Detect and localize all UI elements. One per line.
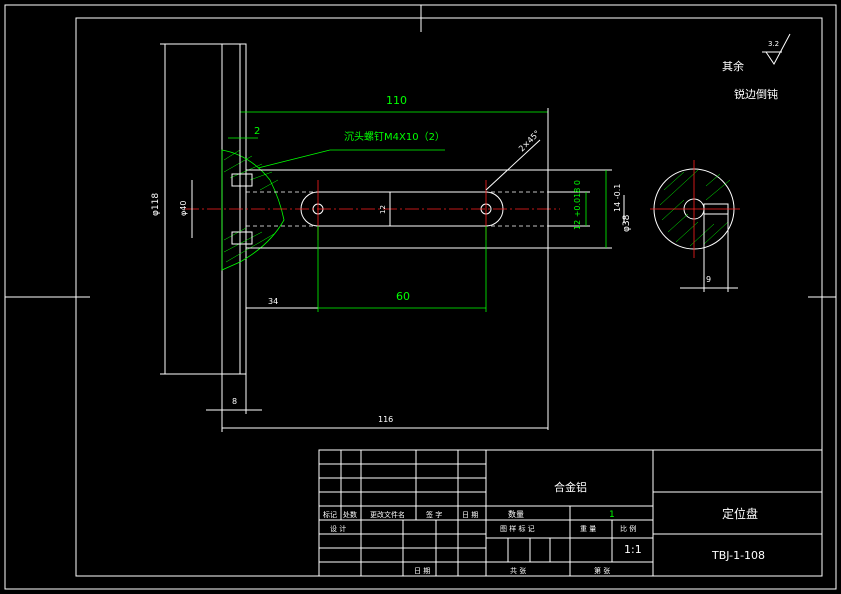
stage-mark-label: 图 样 标 记 <box>500 524 535 533</box>
quantity-label: 数量 <box>508 509 524 519</box>
label-dia-14: 14 -0.1 <box>613 184 622 212</box>
label-60: 60 <box>396 290 410 303</box>
note-roughness: 3.2 <box>768 40 779 48</box>
signature-label: 签 字 <box>426 510 442 519</box>
label-116: 116 <box>378 415 393 424</box>
label-screw-note: 沉头螺钉M4X10（2） <box>344 130 445 143</box>
label-dia-38: φ38 <box>622 214 632 232</box>
label-dia-40: φ40 <box>179 201 188 216</box>
sheets-label: 共 张 <box>510 566 526 575</box>
sheet-label: 第 张 <box>594 566 610 575</box>
change-doc-label: 更改文件名 <box>370 510 405 519</box>
note-edge: 锐边倒钝 <box>734 87 778 101</box>
label-34: 34 <box>268 297 278 306</box>
label-110: 110 <box>386 94 407 107</box>
screw-bottom <box>231 231 253 245</box>
date2-label: 日 期 <box>414 567 430 575</box>
quantity-value: 1 <box>609 510 615 520</box>
leader-screw <box>257 149 331 169</box>
outer-border <box>4 4 837 590</box>
weight-label: 重 量 <box>580 525 596 533</box>
label-2: 2 <box>254 126 260 137</box>
section-break <box>221 149 285 271</box>
label-8: 8 <box>232 397 237 406</box>
zones-label: 处数 <box>343 510 357 519</box>
label-9: 9 <box>706 275 711 284</box>
hatching <box>223 149 279 263</box>
marks-label: 标记 <box>323 510 337 519</box>
note-rest: 其余 <box>722 59 744 73</box>
date-label: 日 期 <box>462 511 478 519</box>
roughness-symbol <box>765 33 791 65</box>
part-name: 定位盘 <box>722 506 758 521</box>
leader-chamfer <box>485 139 541 191</box>
scale-value: 1:1 <box>624 543 642 556</box>
drawing-number: TBJ-1-108 <box>711 549 765 562</box>
label-width-12: 12 <box>379 205 387 214</box>
screw-top <box>231 173 253 187</box>
material: 合金铝 <box>554 480 587 494</box>
label-tol-12: 12 +0.018 0 <box>573 180 582 230</box>
ratio-label: 比 例 <box>620 524 636 533</box>
label-dia-118: φ118 <box>151 193 161 216</box>
end-view-hatching <box>659 169 731 247</box>
design-label: 设 计 <box>330 524 346 533</box>
title-block <box>318 449 823 577</box>
